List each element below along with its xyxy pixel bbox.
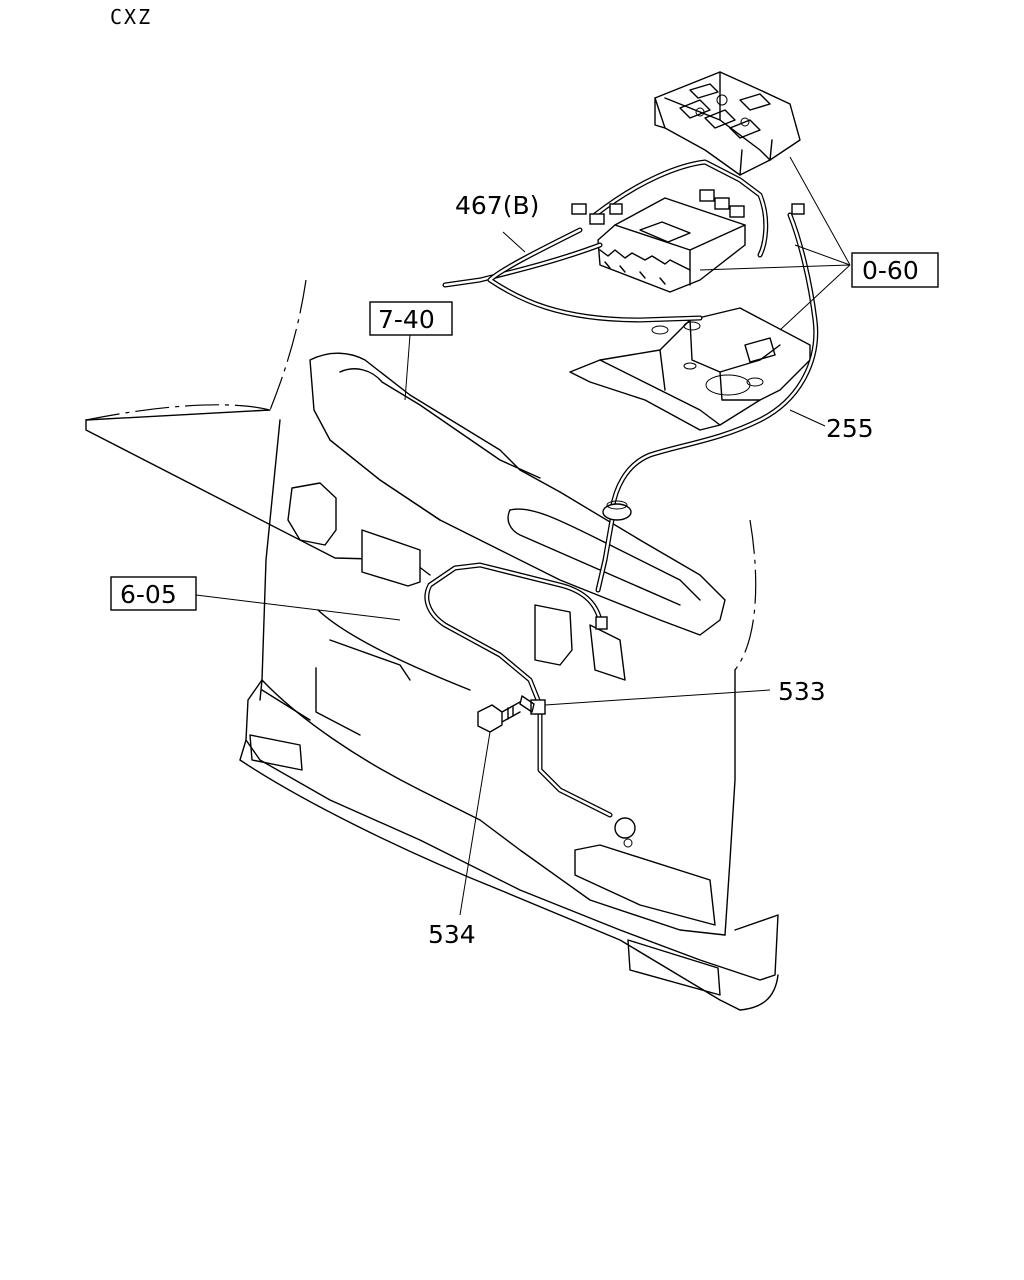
control-module	[597, 197, 746, 293]
cab-front-panel	[85, 279, 779, 1011]
svg-text:255: 255	[826, 414, 874, 443]
callout-255: 255	[826, 414, 874, 443]
relay-bracket	[654, 71, 801, 176]
callout-533: 533	[778, 677, 826, 706]
leader-lines	[195, 156, 851, 916]
svg-text:7-40: 7-40	[378, 305, 435, 334]
svg-text:533: 533	[778, 677, 826, 706]
diagram-code: CXZ	[110, 5, 152, 29]
callout-534: 534	[428, 920, 476, 949]
callout-467b: 467(B)	[455, 191, 539, 220]
callout-0-60: 0-60	[851, 252, 939, 288]
wiring-harness	[424, 159, 819, 848]
svg-text:6-05: 6-05	[120, 580, 177, 609]
callout-7-40: 7-40	[369, 301, 453, 336]
bolt-534	[477, 701, 521, 733]
svg-text:0-60: 0-60	[862, 256, 919, 285]
callout-6-05: 6-05	[110, 576, 197, 611]
svg-text:467(B): 467(B)	[455, 191, 539, 220]
mounting-tray	[569, 307, 811, 431]
svg-text:534: 534	[428, 920, 476, 949]
